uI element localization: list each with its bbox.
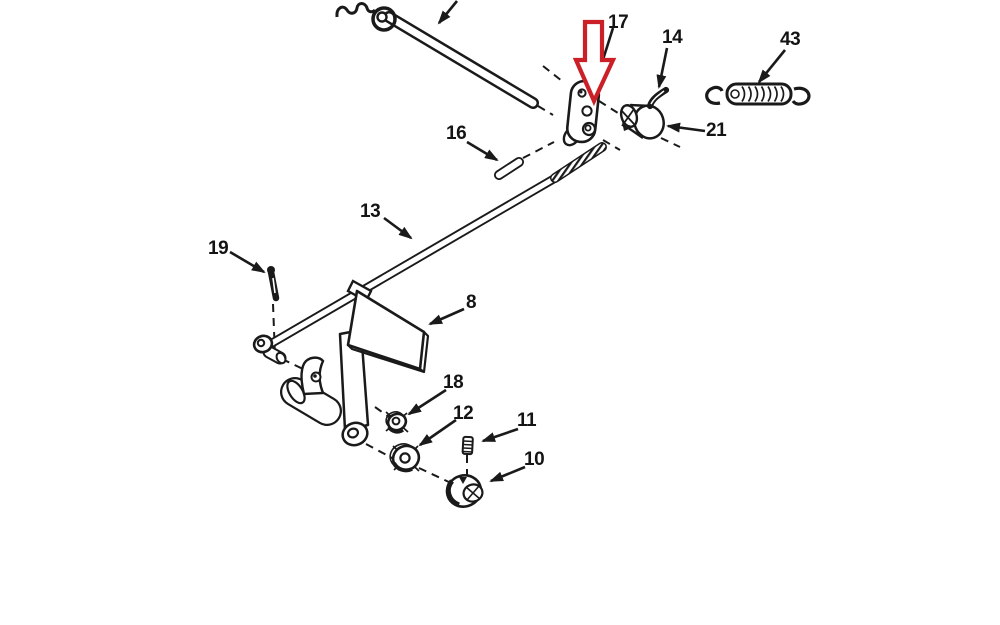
red-highlight-arrow — [572, 19, 617, 107]
part-19-pin — [267, 266, 280, 302]
callout-43: 43 — [780, 29, 801, 50]
leader-14 — [656, 47, 669, 89]
callout-10: 10 — [524, 449, 545, 470]
leader-43 — [757, 49, 787, 84]
spring-hook-end — [335, 2, 377, 18]
part-18-nut — [385, 411, 409, 434]
callout-8: 8 — [466, 292, 477, 313]
part-16-pin — [494, 157, 524, 180]
spring-right-hook — [791, 86, 811, 106]
spring-left-hook — [705, 85, 724, 105]
part-10-roller — [445, 474, 484, 508]
callout-17: 17 — [608, 12, 629, 33]
leader-21 — [666, 122, 706, 133]
cutoff-leader-arrow — [437, 0, 459, 25]
pivot-hub — [280, 356, 342, 426]
rod-end-clevis — [252, 334, 287, 365]
callout-14: 14 — [662, 27, 683, 48]
part-14-pin — [646, 86, 670, 110]
leader-8 — [428, 307, 465, 326]
callout-16: 16 — [446, 123, 467, 144]
leader-13 — [383, 216, 413, 240]
part-12-washer — [389, 443, 421, 473]
leader-16 — [466, 140, 499, 162]
part-13-control-rod — [262, 142, 607, 351]
leader-19 — [229, 250, 266, 274]
rod-collar — [371, 6, 397, 32]
callout-11: 11 — [517, 410, 537, 431]
leader-18 — [407, 388, 447, 416]
part-8-pedal-plate — [346, 279, 430, 374]
leader-10 — [489, 465, 526, 483]
centerlines — [272, 65, 681, 484]
part-11-set-screw — [461, 435, 474, 456]
callout-18: 18 — [443, 372, 464, 393]
roller-notch — [459, 477, 467, 484]
callout-21: 21 — [706, 120, 727, 141]
callout-12: 12 — [453, 403, 474, 424]
part-21-knob — [619, 103, 665, 140]
upper-rod — [335, 0, 539, 109]
part-43-extension-spring — [705, 82, 811, 106]
callout-13: 13 — [360, 201, 381, 222]
leader-12 — [418, 418, 457, 447]
callout-19: 19 — [208, 238, 229, 259]
leader-lines — [229, 47, 787, 483]
leader-11 — [481, 427, 519, 443]
